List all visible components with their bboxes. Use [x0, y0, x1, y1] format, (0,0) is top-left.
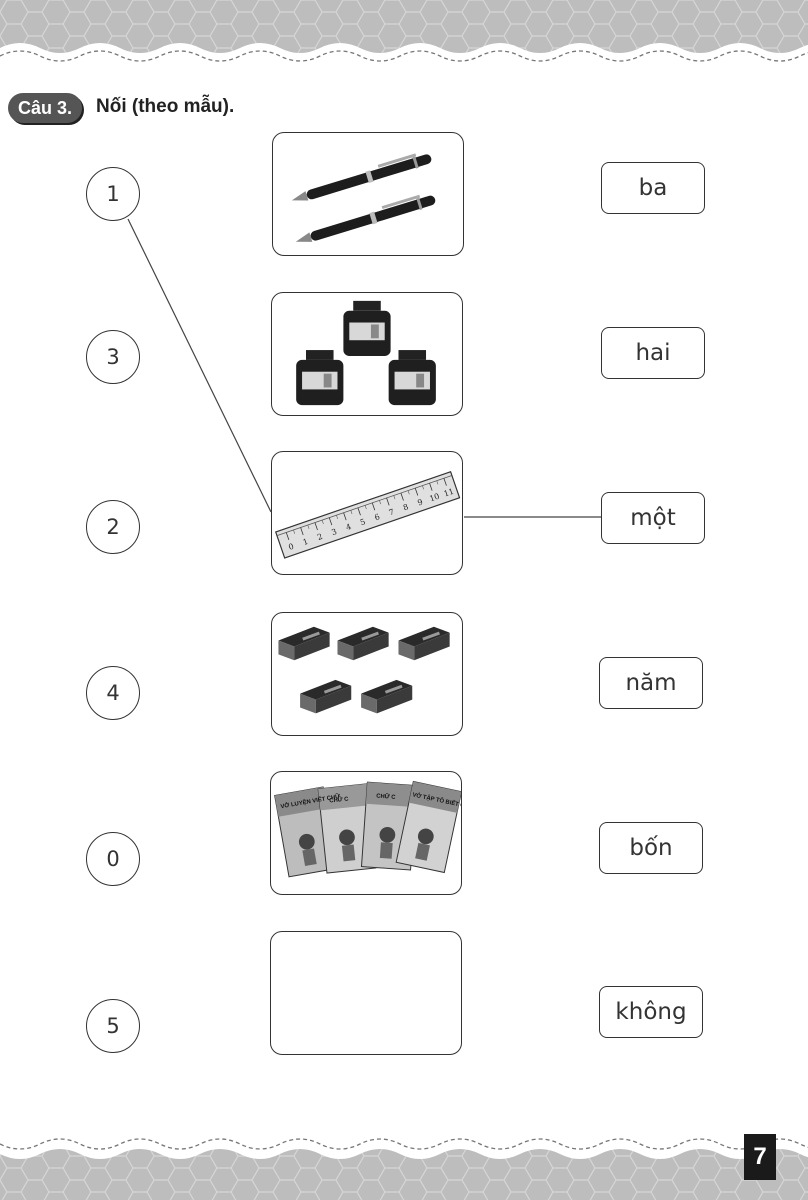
ruler-half-tick: [379, 500, 381, 505]
ruler-number: 1: [302, 537, 310, 547]
word-box[interactable]: hai: [601, 327, 705, 379]
ruler-number: 4: [345, 522, 353, 532]
number-circle[interactable]: 3: [86, 330, 140, 384]
page-number: 7: [744, 1134, 776, 1180]
ruler-number: 11: [443, 487, 455, 499]
number-circle[interactable]: 4: [86, 666, 140, 720]
ruler-half-tick: [364, 505, 367, 510]
ruler-tick: [314, 522, 318, 531]
connector-line: [127, 218, 272, 513]
ruler-number: 6: [373, 512, 381, 522]
word-box[interactable]: ba: [601, 162, 705, 214]
picture-box-ink-bottles[interactable]: [271, 292, 463, 416]
number-circle[interactable]: 5: [86, 999, 140, 1053]
workbooks-illustration: VỞ LUYỆN VIẾT CHỮ CHỮ C CHỮ C VỞ TẬP TÔ …: [274, 780, 461, 878]
ruler-half-tick: [407, 490, 410, 495]
word-box[interactable]: năm: [599, 657, 703, 709]
word-box[interactable]: bốn: [599, 822, 703, 874]
ruler-tick: [328, 517, 333, 526]
top-decorative-band: [0, 0, 808, 80]
pens-illustration: [291, 153, 436, 242]
picture-box-workbooks[interactable]: VỞ LUYỆN VIẾT CHỮ CHỮ C CHỮ C VỞ TẬP TÔ …: [270, 771, 462, 895]
ruler-number: 3: [330, 527, 338, 537]
book-label: CHỮ C: [329, 795, 350, 804]
ruler-tick: [343, 512, 347, 521]
ruler-half-tick: [336, 515, 338, 520]
number-circle[interactable]: 0: [86, 832, 140, 886]
question-badge: Câu 3.: [8, 93, 83, 123]
ruler-tick: [386, 497, 390, 506]
ruler-half-tick: [436, 480, 439, 485]
ruler-tick: [300, 527, 304, 536]
ruler-tick: [357, 507, 361, 516]
ruler-number: 9: [416, 497, 424, 507]
ruler-tick: [414, 487, 419, 496]
book-label: CHỮ C: [376, 793, 396, 801]
number-circle[interactable]: 2: [86, 500, 140, 554]
question-instruction: Nối (theo mẫu).: [96, 96, 235, 117]
ruler-number: 10: [428, 492, 440, 504]
ruler-tick: [371, 502, 376, 511]
ruler-half-tick: [307, 524, 310, 529]
ruler-tick: [443, 478, 447, 486]
ruler-tick: [429, 483, 433, 491]
erasers-illustration: [278, 626, 450, 714]
ruler-tick: [285, 532, 290, 541]
word-box[interactable]: không: [599, 986, 703, 1038]
ruler-tick: [400, 492, 404, 501]
number-circle[interactable]: 1: [86, 167, 140, 221]
ink-bottles-illustration: [296, 300, 436, 406]
picture-box-empty[interactable]: [270, 931, 462, 1055]
ruler-number: 5: [359, 517, 367, 527]
word-box[interactable]: một: [601, 492, 705, 544]
ruler-half-tick: [393, 495, 396, 500]
ruler-half-tick: [321, 520, 324, 524]
ruler-number: 7: [388, 507, 396, 517]
ruler-number: 0: [287, 542, 295, 552]
ruler-half-tick: [350, 510, 353, 515]
ruler-half-tick: [422, 485, 424, 490]
picture-box-pens[interactable]: [272, 132, 464, 256]
ruler-number: 8: [402, 502, 410, 512]
ruler-half-tick: [293, 529, 296, 534]
ruler-number: 2: [316, 532, 324, 542]
bottom-decorative-band: [0, 1120, 808, 1200]
picture-box-erasers[interactable]: [271, 612, 463, 736]
